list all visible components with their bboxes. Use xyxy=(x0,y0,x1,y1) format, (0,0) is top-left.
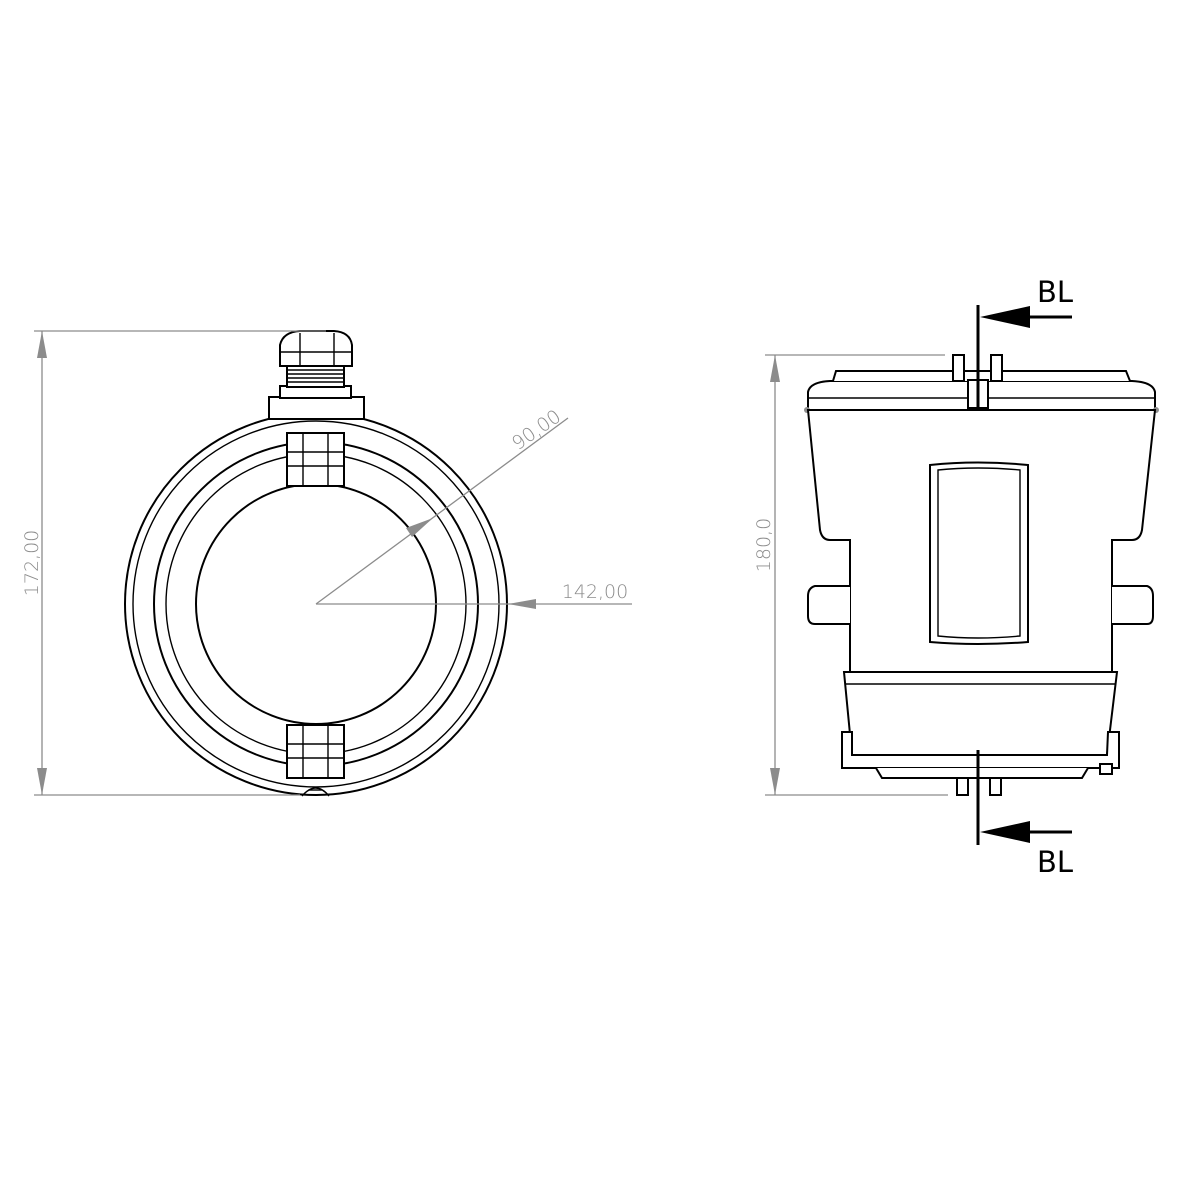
right-lug xyxy=(1112,585,1154,625)
side-view: 180,0 BL BL xyxy=(753,275,1159,879)
base xyxy=(841,731,1120,796)
label-window xyxy=(929,461,1029,645)
radius-label: 90,00 xyxy=(508,405,565,454)
diameter-dimension: 142,00 xyxy=(316,581,632,609)
section-marker-top: BL xyxy=(976,275,1073,410)
bottom-nub xyxy=(301,787,330,797)
front-height-label: 172,00 xyxy=(21,530,43,596)
top-clamp xyxy=(286,432,345,487)
left-lug xyxy=(807,585,850,625)
top-lid xyxy=(804,354,1159,413)
bottom-clamp xyxy=(286,724,345,779)
side-height-label: 180,0 xyxy=(753,518,775,572)
cable-gland xyxy=(268,330,365,420)
radius-dimension: 90,00 xyxy=(315,405,569,605)
section-marker-bottom: BL xyxy=(976,750,1073,879)
front-height-dimension: 172,00 xyxy=(21,330,326,796)
side-height-dimension: 180,0 xyxy=(753,354,948,796)
section-label-top: BL xyxy=(1037,275,1073,309)
front-view: 172,00 90,00 142,00 xyxy=(21,330,632,797)
section-label-bottom: BL xyxy=(1037,845,1073,879)
diameter-label: 142,00 xyxy=(562,581,628,603)
